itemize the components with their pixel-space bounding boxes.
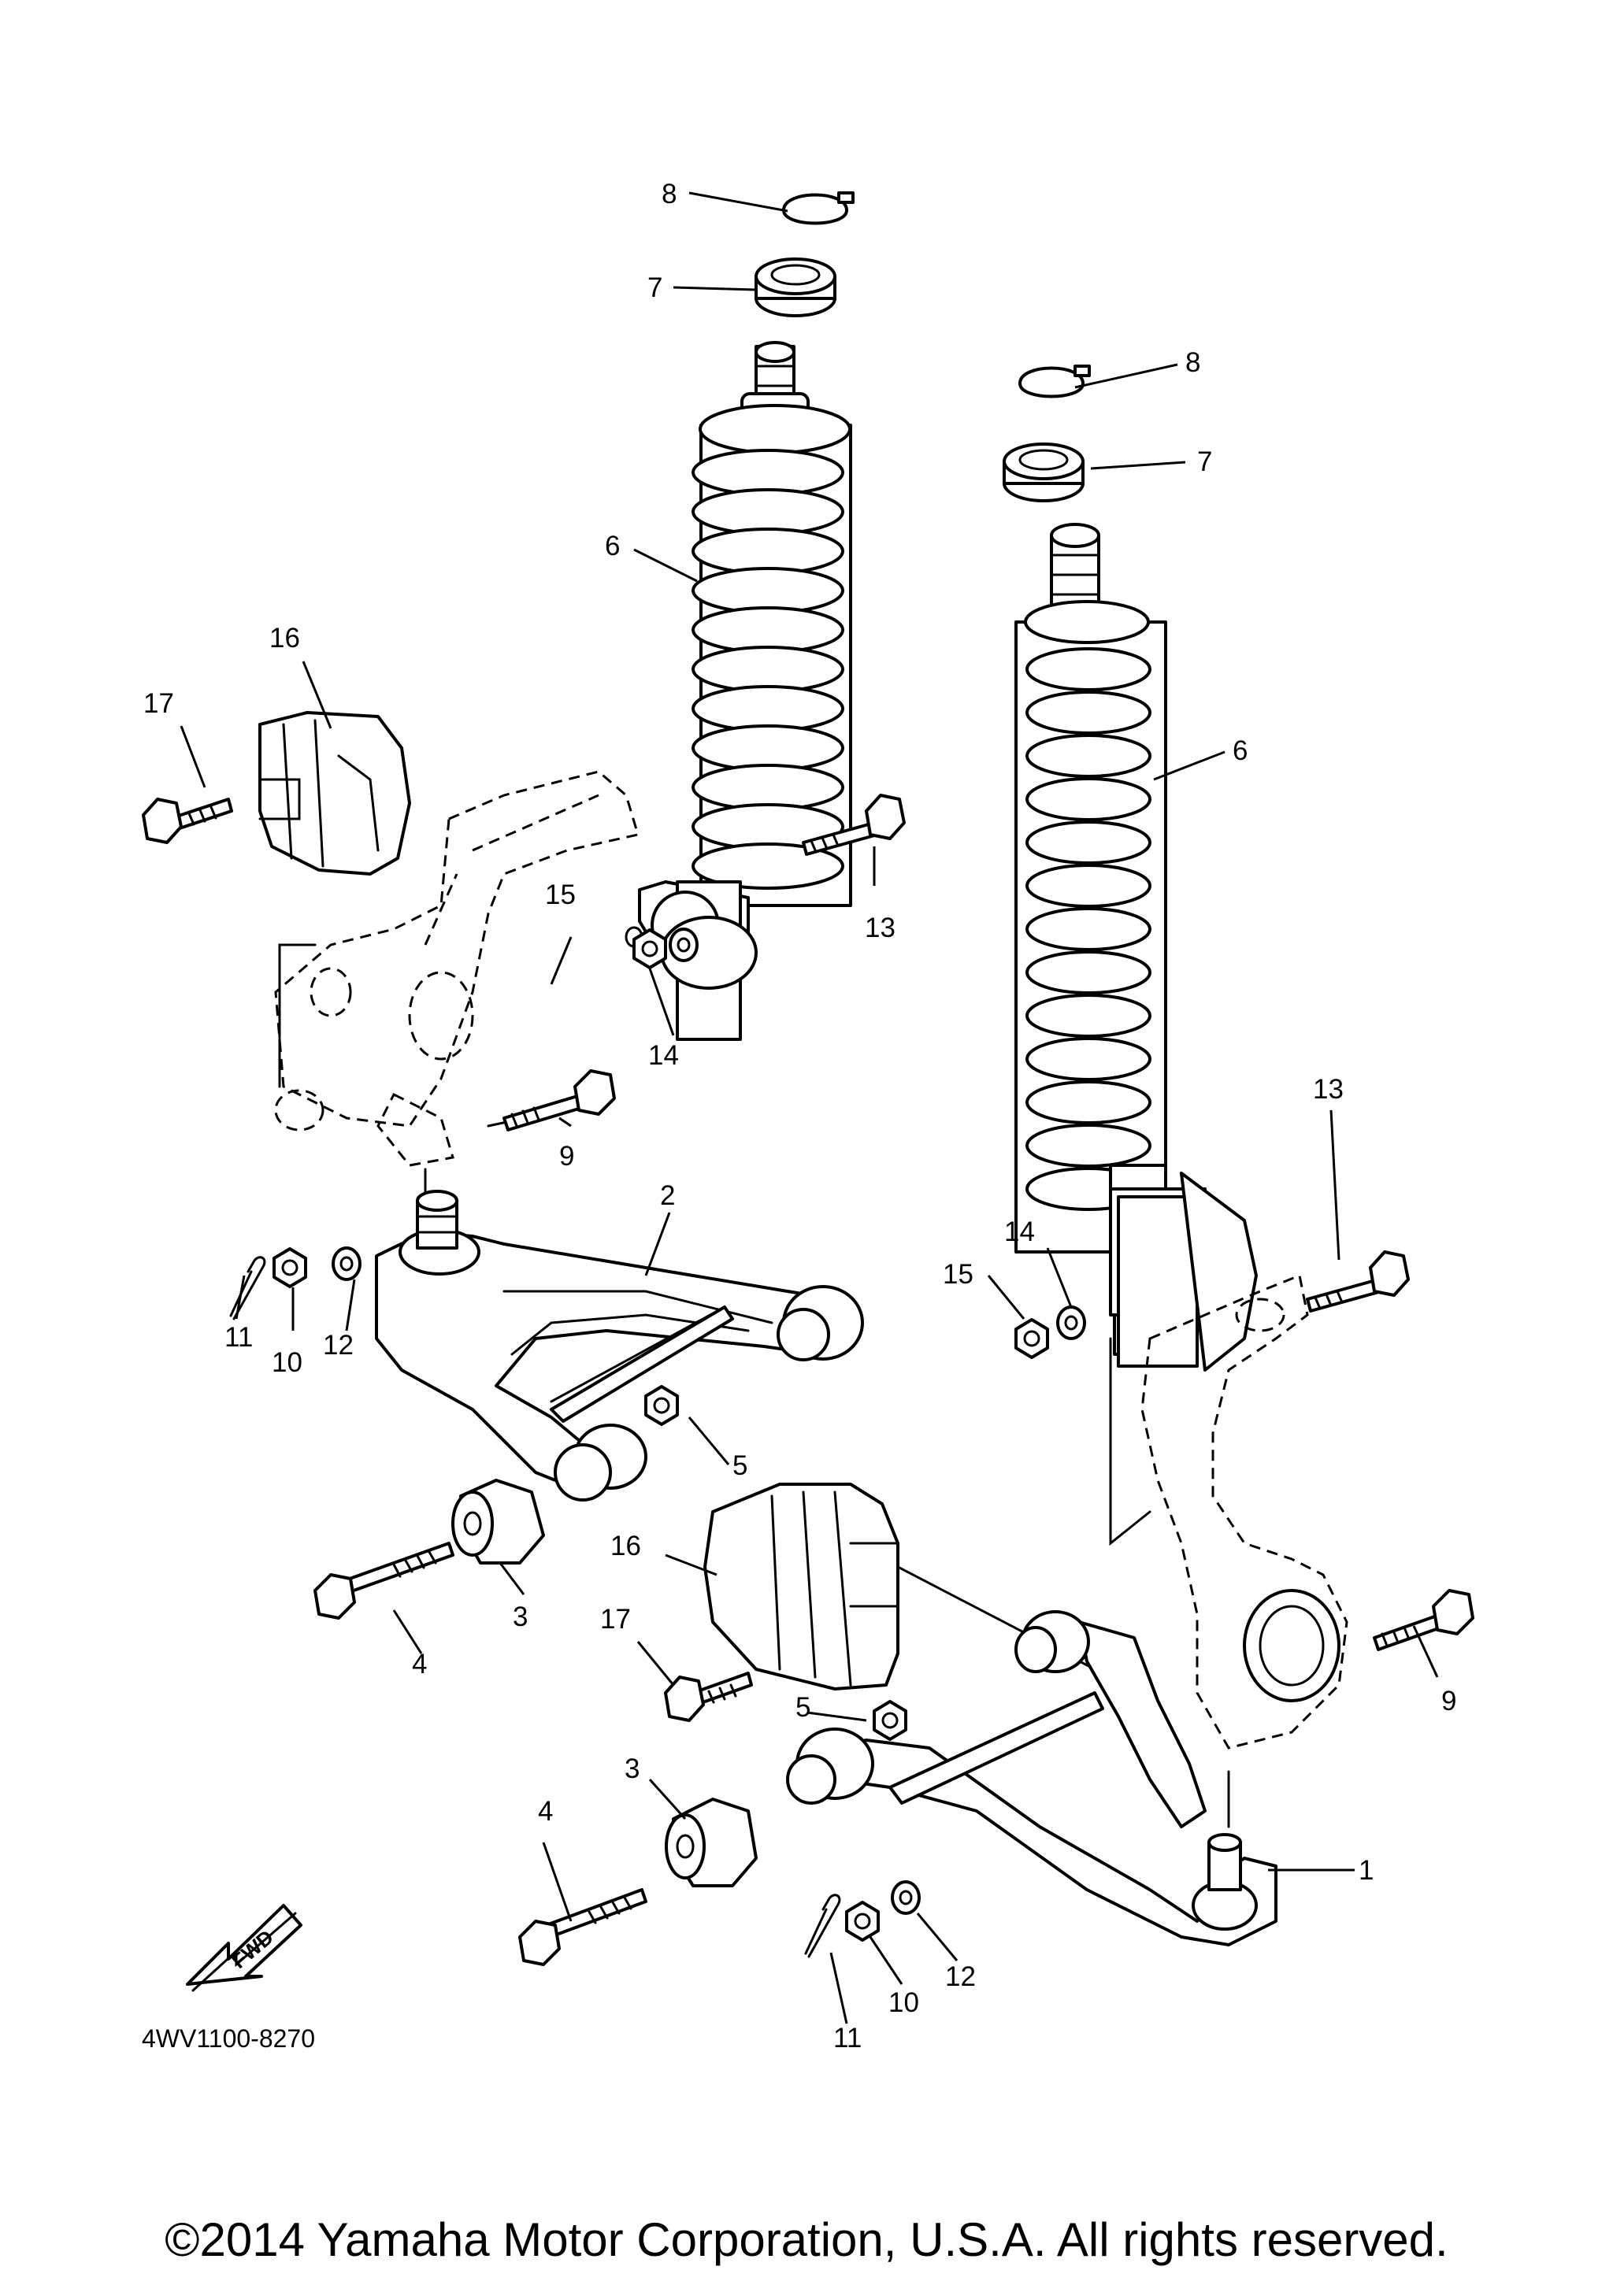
upper-a-arm	[375, 1190, 864, 1502]
right-bushing	[665, 1798, 758, 1887]
bolt-4-left	[313, 1542, 454, 1620]
callout-5-left: 5	[732, 1450, 747, 1481]
callout-13-right: 13	[1313, 1074, 1344, 1105]
callout-17-right: 17	[600, 1604, 631, 1635]
callout-2: 2	[660, 1180, 675, 1211]
callout-16-left: 16	[269, 623, 300, 654]
callout-5-right: 5	[795, 1692, 810, 1723]
nut-15-left	[632, 928, 667, 969]
callout-11-left: 11	[224, 1322, 253, 1353]
callout-9-left: 9	[559, 1141, 574, 1172]
copyright-notice: ©2014 Yamaha Motor Corporation, U.S.A. A…	[165, 2213, 1448, 2266]
locknut-7-left	[755, 257, 836, 317]
callout-10-left: 10	[272, 1347, 302, 1378]
left-arm-guard	[258, 711, 411, 876]
right-coil-spring	[1014, 600, 1167, 1254]
callout-14-right: 14	[1004, 1217, 1035, 1247]
circlip-8-right	[1018, 365, 1091, 398]
leader-lines	[180, 191, 1439, 2024]
callout-7-right: 7	[1197, 446, 1212, 477]
callout-17-left: 17	[143, 688, 174, 719]
callout-8-right: 8	[1185, 347, 1200, 378]
bolt-4-right	[518, 1888, 647, 1966]
callout-12-right: 12	[945, 1961, 976, 1992]
washer-12-left	[332, 1246, 362, 1281]
callout-7-left: 7	[647, 272, 662, 303]
bolt-9-right	[1373, 1589, 1474, 1651]
callout-8-left: 8	[662, 179, 677, 209]
nut-5-left	[644, 1385, 679, 1426]
nut-5-right	[873, 1700, 907, 1741]
callout-10-right: 10	[888, 1987, 919, 2018]
nut-10-left	[273, 1247, 307, 1288]
cotter-pin-11-right	[804, 1894, 841, 1958]
washer-12-right	[891, 1880, 921, 1915]
locknut-7-right	[1003, 443, 1085, 502]
right-steering-knuckle	[1109, 1273, 1348, 1828]
bolt-13-right	[1306, 1250, 1410, 1313]
right-shock-absorber	[1014, 523, 1258, 1372]
callout-14-left: 14	[648, 1040, 679, 1071]
callout-3-right: 3	[625, 1753, 640, 1784]
bolt-17-right	[664, 1672, 753, 1722]
callout-16-right: 16	[610, 1531, 641, 1561]
callout-1: 1	[1359, 1855, 1374, 1886]
callout-15-left: 15	[545, 880, 576, 910]
callout-4-right: 4	[538, 1796, 553, 1827]
bolt-17-left	[142, 798, 233, 844]
washer-14-right	[1056, 1305, 1086, 1340]
circlip-8-left	[782, 191, 855, 225]
bolt-13-left	[802, 794, 906, 856]
callout-4-left: 4	[412, 1649, 427, 1679]
lower-a-arm	[786, 1610, 1277, 1946]
callout-13-left: 13	[865, 913, 895, 943]
cotter-pin-11-left	[229, 1256, 266, 1320]
callout-9-right: 9	[1441, 1686, 1456, 1716]
left-shock-absorber	[625, 341, 852, 1041]
callout-3-left: 3	[513, 1602, 528, 1632]
nut-10-right	[845, 1901, 880, 1942]
callout-15-right: 15	[943, 1259, 973, 1290]
nut-15-right	[1014, 1318, 1049, 1359]
callout-6-right: 6	[1233, 735, 1248, 766]
left-coil-spring	[692, 404, 852, 907]
callout-12-left: 12	[323, 1330, 354, 1361]
left-bushing	[451, 1479, 545, 1565]
bolt-9-left	[502, 1069, 616, 1131]
fwd-arrow-icon: FWD	[186, 1904, 302, 1992]
washer-14-left	[669, 928, 699, 962]
callout-6-left: 6	[605, 531, 620, 561]
drawing-code: 4WV1100-8270	[142, 2024, 315, 2053]
callout-labels: 8 7 8 7 6 6 16 17 15 14 13 9 2 12 10 11 …	[143, 179, 1456, 2053]
callout-11-right: 11	[833, 2023, 862, 2053]
